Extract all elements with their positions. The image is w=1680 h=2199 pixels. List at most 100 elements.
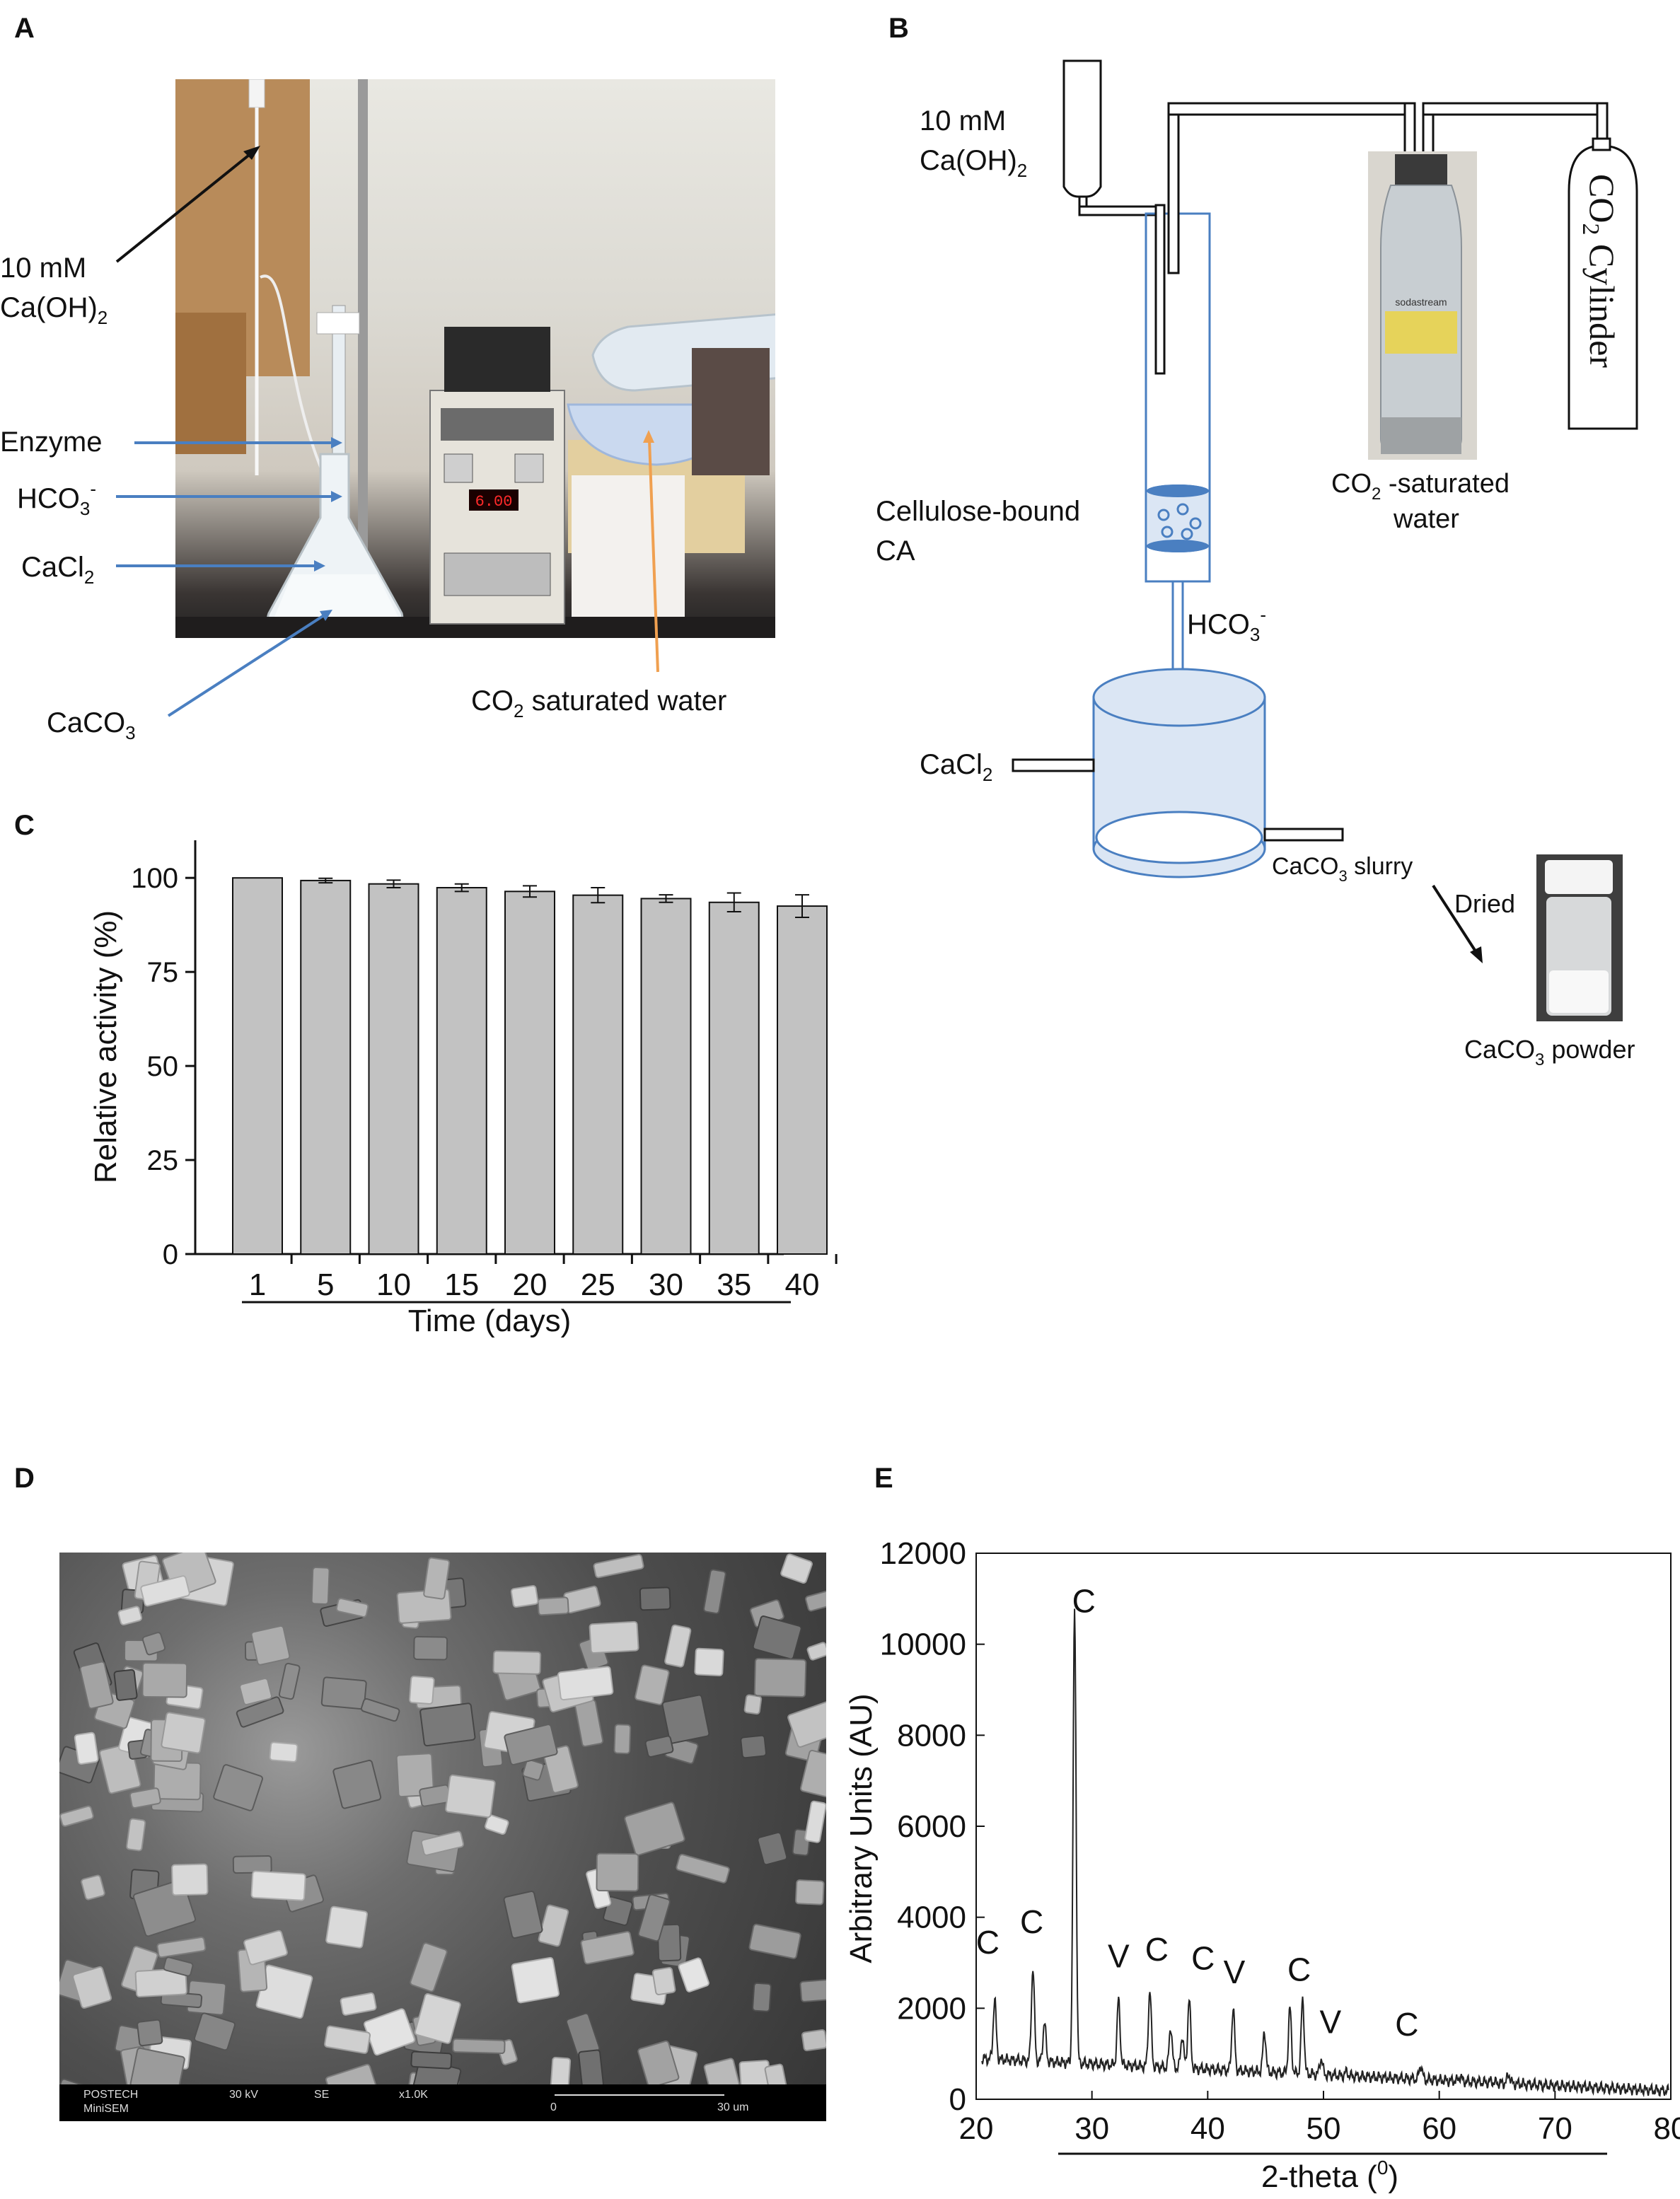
sem-crystal bbox=[752, 1615, 802, 1660]
sem-crystal bbox=[193, 2012, 236, 2051]
sem-crystal bbox=[420, 1830, 465, 1856]
sem-crystal bbox=[651, 1967, 676, 1995]
c-bar bbox=[504, 890, 555, 1255]
sem-crystal bbox=[694, 1647, 724, 1676]
sem-crystal bbox=[678, 1957, 709, 1992]
c-y-label: Relative activity (%) bbox=[88, 910, 123, 1183]
c-bar bbox=[368, 883, 419, 1255]
sem-crystal bbox=[703, 1569, 726, 1615]
sem-crystal bbox=[117, 1606, 142, 1626]
sem-crystal bbox=[156, 1936, 207, 1959]
label-a-caoh-2: Ca(OH)2 bbox=[0, 292, 108, 328]
outlet-tube bbox=[1171, 580, 1184, 707]
sem-info-bar: POSTECH MiniSEM 30 kV SE x1.0K 0 30 um bbox=[59, 2084, 826, 2121]
e-x-tick-label: 30 bbox=[1074, 2111, 1109, 2146]
label-b-cellulose-2: CA bbox=[876, 535, 915, 567]
sem-crystal bbox=[126, 1818, 146, 1852]
sem-crystal bbox=[503, 1891, 543, 1939]
c-bar bbox=[777, 905, 828, 1255]
co2-pipe-down-2 bbox=[1422, 102, 1435, 154]
c-x-tick-label: 1 bbox=[249, 1267, 266, 1302]
e-y-tick-label: 0 bbox=[949, 2082, 966, 2117]
drip-tube-2 bbox=[260, 274, 325, 476]
c-y-tick-label: 0 bbox=[163, 1239, 178, 1270]
sem-crystal bbox=[423, 1557, 451, 1600]
sem-crystal bbox=[596, 1852, 639, 1892]
sem-crystal bbox=[161, 1712, 206, 1754]
bottle-holder bbox=[692, 348, 770, 475]
sem-crystal bbox=[639, 1586, 671, 1611]
flask-solution bbox=[273, 574, 399, 625]
e-plot-frame bbox=[975, 1553, 1672, 2100]
box-stack bbox=[572, 475, 685, 617]
label-a-co2-water: CO2 saturated water bbox=[471, 685, 726, 721]
powder-vial bbox=[1546, 897, 1611, 1016]
sem-crystal bbox=[780, 1553, 813, 1584]
stand-pole bbox=[358, 79, 368, 560]
burette-cap bbox=[316, 312, 360, 335]
sem-crystal bbox=[804, 1800, 826, 1843]
label-b-powder: CaCO3 powder bbox=[1464, 1035, 1635, 1069]
c-bar bbox=[708, 901, 760, 1255]
e-x-tick-label: 40 bbox=[1191, 2111, 1225, 2146]
sem-crystal bbox=[232, 1855, 272, 1874]
c-y-tick-label: 25 bbox=[147, 1145, 179, 1176]
reactor-bottom bbox=[1092, 819, 1266, 878]
e-x-tick-label: 50 bbox=[1307, 2111, 1341, 2146]
caoh-funnel-stem bbox=[1078, 195, 1088, 211]
sem-crystal bbox=[409, 1676, 435, 1705]
sem-crystal bbox=[574, 1699, 604, 1748]
e-x-tick-label: 20 bbox=[959, 2111, 994, 2146]
bed-top-cap bbox=[1147, 485, 1209, 497]
c-bar bbox=[436, 887, 487, 1255]
sem-info-mag: x1.0K bbox=[399, 2089, 428, 2101]
label-b-cylinder: CO2 Cylinder bbox=[1577, 174, 1622, 368]
label-b-caoh-1: 10 mM bbox=[920, 105, 1006, 137]
e-y-tick-label: 12000 bbox=[880, 1536, 966, 1571]
reactor-body bbox=[1092, 696, 1266, 850]
sem-crystal bbox=[445, 1774, 496, 1818]
drip-top bbox=[248, 79, 265, 108]
c-x-tick-label: 10 bbox=[376, 1267, 411, 1302]
cellulose-column bbox=[1145, 212, 1211, 583]
inner-feed-tube bbox=[1154, 204, 1166, 375]
sem-info-2: MiniSEM bbox=[83, 2103, 129, 2115]
sem-crystal bbox=[243, 1930, 288, 1966]
sem-crystal bbox=[113, 1669, 138, 1701]
sem-crystal bbox=[72, 1966, 112, 2009]
c-bar bbox=[640, 898, 692, 1255]
bed-top bbox=[1147, 485, 1209, 497]
e-peak-annotation: C bbox=[1020, 1903, 1043, 1940]
pump-button-2 bbox=[514, 453, 544, 483]
caoh-funnel bbox=[1062, 59, 1102, 198]
sem-crystal bbox=[414, 1993, 461, 2044]
sem-crystal bbox=[163, 1956, 194, 1977]
sem-scalebar bbox=[555, 2094, 724, 2096]
sem-crystal bbox=[320, 1676, 367, 1710]
sem-crystal bbox=[452, 2038, 506, 2055]
slurry-outlet bbox=[1263, 828, 1344, 842]
panel-letter-d: D bbox=[14, 1463, 35, 1494]
cardboard-box bbox=[175, 313, 246, 454]
sem-info-mode: SE bbox=[314, 2089, 330, 2101]
sem-crystal bbox=[79, 1661, 114, 1710]
co2-cylinder bbox=[1568, 144, 1638, 430]
powder-content bbox=[1549, 970, 1609, 1013]
sem-crystal bbox=[213, 1764, 263, 1811]
e-y-tick-label: 10000 bbox=[880, 1628, 966, 1662]
sem-crystals bbox=[59, 1553, 826, 2111]
sem-crystal bbox=[332, 1759, 382, 1809]
arrow-b-dried-head bbox=[1470, 946, 1483, 963]
reactor-floor bbox=[1095, 811, 1263, 864]
sem-crystal bbox=[800, 1749, 826, 1801]
e-y-label: Arbitrary Units (AU) bbox=[844, 1693, 879, 1963]
sem-crystal bbox=[74, 1731, 99, 1765]
e-peak-annotation: C bbox=[1287, 1951, 1311, 1988]
bottle-brand: sodastream bbox=[1395, 296, 1447, 308]
sem-crystal bbox=[129, 1787, 161, 1809]
e-peak-annotation: C bbox=[976, 1924, 1000, 1961]
sem-crystal bbox=[511, 1956, 560, 2004]
panel-letter-b: B bbox=[888, 13, 909, 44]
sem-crystal bbox=[141, 1662, 188, 1698]
e-peak-annotation: C bbox=[1395, 2006, 1418, 2043]
